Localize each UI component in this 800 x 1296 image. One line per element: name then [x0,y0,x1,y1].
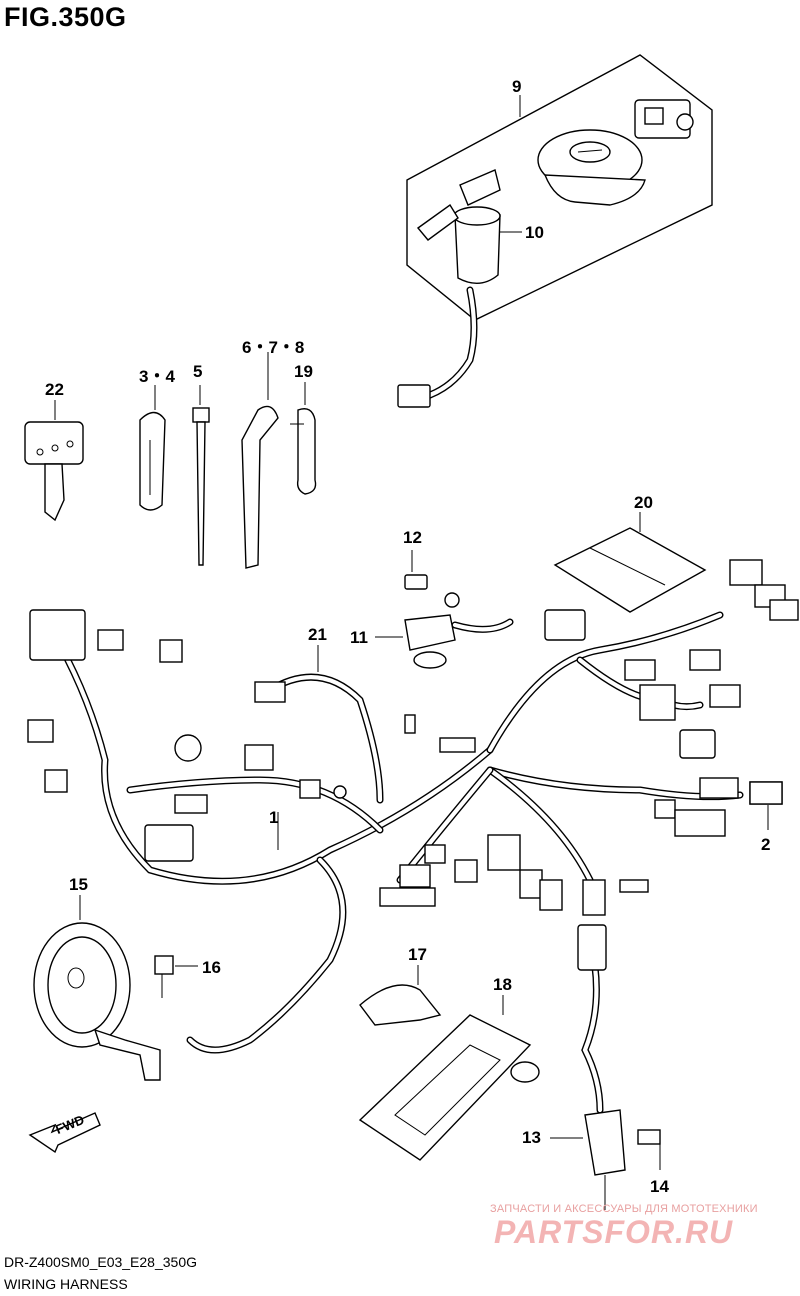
watermark-tagline: ЗАПЧАСТИ И АКСЕССУАРЫ ДЛЯ МОТОТЕХНИКИ [490,1203,758,1215]
callout-9: 9 [512,77,522,96]
harness-connectors [27,559,799,916]
callout-18: 18 [493,975,512,994]
fuel-cap-part [537,129,646,206]
callout-11: 11 [350,628,368,647]
cable-band-part [241,352,279,569]
callout-12: 12 [403,528,422,547]
ignition-switch-set-box [406,54,713,321]
callout-21: 21 [308,625,327,644]
sub-wiring-harness [266,645,384,804]
horn-part [33,895,198,1081]
forward-arrow-icon [28,1112,101,1154]
diagram-caption: WIRING HARNESS [4,1276,128,1292]
callout-17: 17 [408,945,427,964]
ignition-switch-part [397,169,522,408]
cable-tie-part [192,385,210,566]
callout-14: 14 [650,1177,669,1196]
watermark-logo: PARTSFOR.RU [494,1214,734,1250]
callout-13: 13 [522,1128,541,1147]
wire-clamp-part [290,382,317,495]
callout-15: 15 [69,875,88,894]
callout-2: 2 [761,835,771,854]
diagram-code: DR-Z400SM0_E03_E28_350G [4,1254,198,1270]
callout-1: 1 [269,808,279,827]
callout-20: 20 [634,493,653,512]
fuse-part [749,781,783,830]
callout-6-7-8: 6・7・8 [242,338,305,357]
harness-clamp-part [139,385,166,511]
ignition-key-part [24,400,84,522]
callout-16: 16 [202,958,221,977]
harness-cover-part [359,965,442,1026]
relay-part [375,550,514,669]
callout-22: 22 [45,380,64,399]
harness-label-bag [553,512,707,613]
callout-19: 19 [294,362,313,381]
switch-connector-cap [634,99,694,139]
callout-5: 5 [193,362,203,381]
sidestand-switch-part [550,924,661,1210]
figure-title: FIG.350G [4,2,127,32]
callout-10: 10 [525,223,544,242]
callout-3-4: 3・4 [139,367,175,386]
horn-bracket-part [358,995,540,1161]
